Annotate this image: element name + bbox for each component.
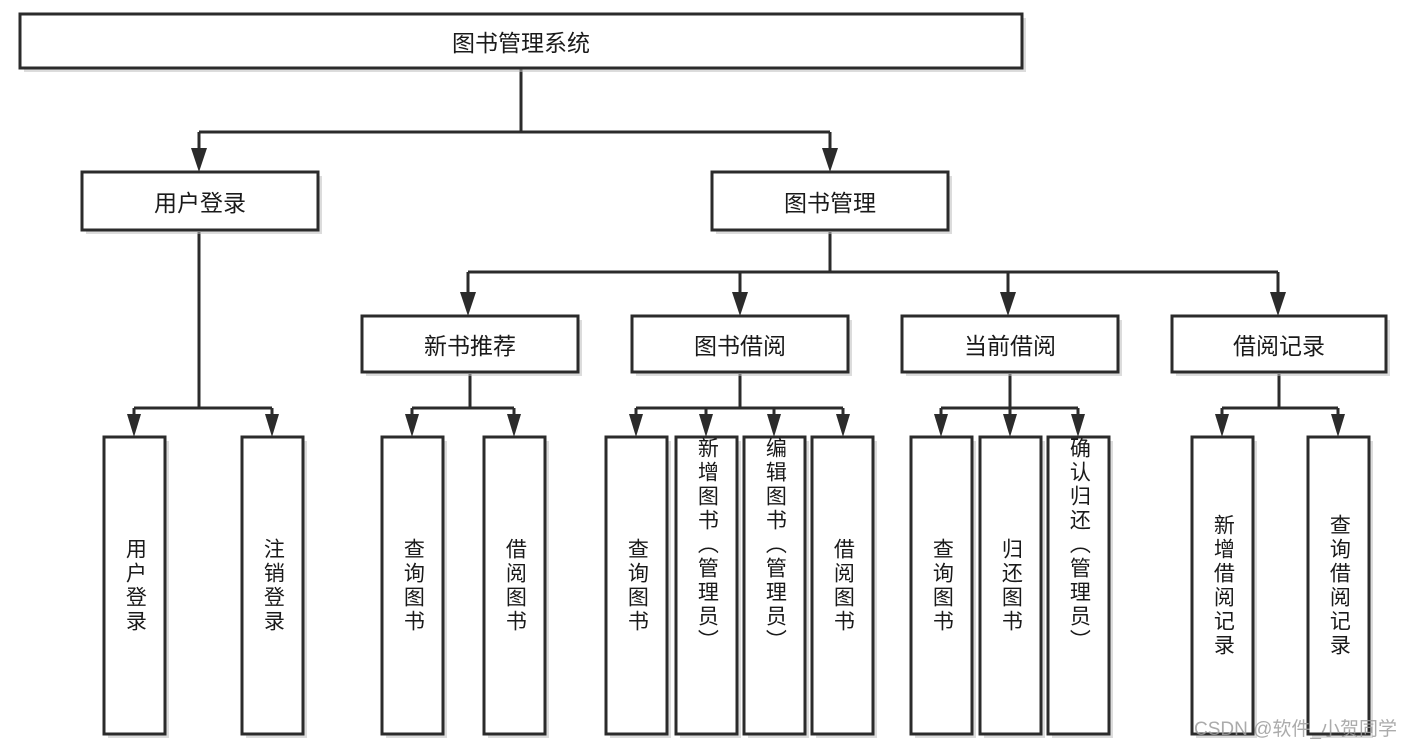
arrow-leaf-current-query <box>934 414 948 437</box>
node-book-manage-box <box>710 170 950 232</box>
node-book-manage[interactable] <box>710 170 952 234</box>
leaf-current-return-box <box>978 435 1043 736</box>
leaf-logout[interactable] <box>240 435 307 738</box>
arrow-leaf-newbook-borrow <box>507 414 521 437</box>
connector-group-root <box>191 68 838 172</box>
connector-group-book-manage <box>460 232 1286 316</box>
arrow-to-current-borrow <box>1000 292 1016 316</box>
arrow-leaf-borrow-query <box>629 414 643 437</box>
arrow-to-new-book <box>460 292 476 316</box>
leaf-borrow-edit-box <box>742 435 807 736</box>
leaf-record-add[interactable] <box>1190 435 1257 738</box>
arrow-leaf-user-login <box>127 414 141 437</box>
connector-group-borrow-record <box>1215 374 1345 437</box>
leaf-current-query-box <box>909 435 974 736</box>
leaf-current-query[interactable] <box>909 435 976 738</box>
connector-group-current-borrow <box>934 374 1085 437</box>
arrow-leaf-newbook-query <box>405 414 419 437</box>
arrow-leaf-record-query <box>1331 414 1345 437</box>
node-user-login[interactable] <box>80 170 322 234</box>
leaf-user-login[interactable] <box>102 435 169 738</box>
node-root[interactable] <box>18 12 1026 72</box>
connector-group-new-book <box>405 374 521 437</box>
arrow-to-book-manage <box>822 148 838 172</box>
leaf-record-add-box <box>1190 435 1255 736</box>
arrow-leaf-borrow-edit <box>767 414 781 437</box>
leaf-newbook-borrow-box <box>482 435 547 736</box>
arrow-leaf-borrow-add <box>699 414 713 437</box>
leaf-borrow-query[interactable] <box>604 435 671 738</box>
leaf-borrow-borrow[interactable] <box>810 435 877 738</box>
arrow-to-user-login <box>191 148 207 172</box>
node-current-borrow[interactable] <box>900 314 1122 376</box>
leaf-current-return[interactable] <box>978 435 1045 738</box>
connector-group-book-borrow <box>629 374 850 437</box>
node-new-book-recommend[interactable] <box>360 314 582 376</box>
node-borrow-record-box <box>1170 314 1388 374</box>
node-borrow-record[interactable] <box>1170 314 1390 376</box>
leaf-user-login-box <box>102 435 167 736</box>
leaf-newbook-query-box <box>380 435 445 736</box>
node-book-borrow-box <box>630 314 850 374</box>
leaf-borrow-query-box <box>604 435 669 736</box>
leaf-record-query[interactable] <box>1306 435 1373 738</box>
leaf-current-confirm-box <box>1046 435 1111 736</box>
leaf-newbook-query[interactable] <box>380 435 447 738</box>
leaf-borrow-borrow-box <box>810 435 875 736</box>
arrow-leaf-current-return <box>1003 414 1017 437</box>
leaf-borrow-add-box <box>674 435 739 736</box>
arrow-to-borrow-record <box>1270 292 1286 316</box>
arrow-leaf-logout <box>265 414 279 437</box>
arrow-to-book-borrow <box>732 292 748 316</box>
arrow-leaf-current-confirm <box>1071 414 1085 437</box>
node-root-box <box>18 12 1024 70</box>
arrow-leaf-record-add <box>1215 414 1229 437</box>
leaf-newbook-borrow[interactable] <box>482 435 549 738</box>
leaf-current-confirm[interactable] <box>1046 435 1113 738</box>
leaf-logout-box <box>240 435 305 736</box>
leaf-borrow-add[interactable] <box>674 435 741 738</box>
node-user-login-box <box>80 170 320 232</box>
connector-group-user-login <box>127 232 279 437</box>
node-new-book-box <box>360 314 580 374</box>
node-current-borrow-box <box>900 314 1120 374</box>
arrow-leaf-borrow-borrow <box>836 414 850 437</box>
leaf-borrow-edit[interactable] <box>742 435 809 738</box>
leaf-record-query-box <box>1306 435 1371 736</box>
node-book-borrow[interactable] <box>630 314 852 376</box>
